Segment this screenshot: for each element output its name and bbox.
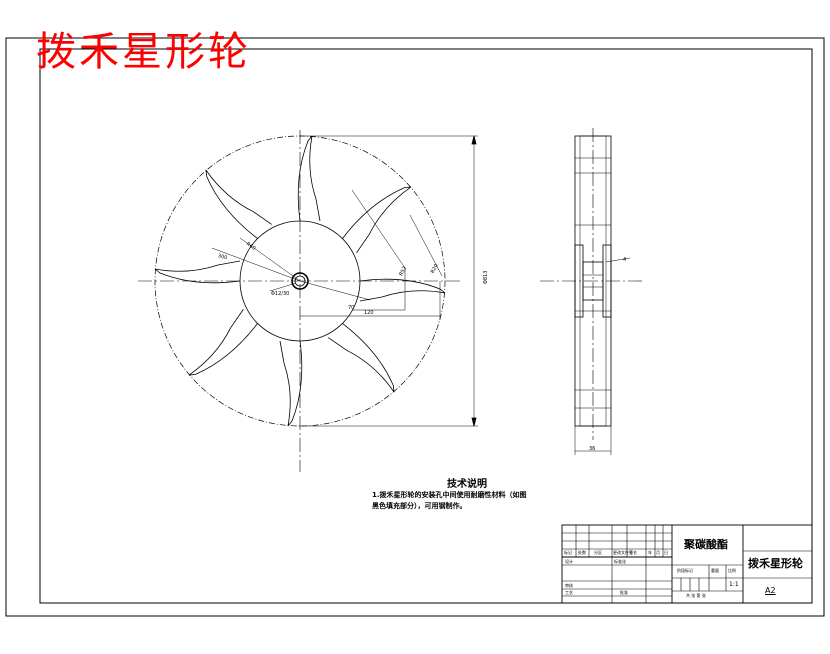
shaft-bore-inner [294,275,306,287]
blade-8 [205,169,272,239]
tb-stage-label: 阶段标记 [677,568,693,573]
technical-notes: 技术说明 1.拨禾星形轮的安装孔中间使用耐磨性材料（如图 黑色填充部分），可用钢… [372,475,572,512]
tb-drawing-no: A2 [765,586,776,595]
leader-shaft [269,282,297,292]
tb-revision-label: 更改文件号 [613,550,633,555]
shaft-bore-outer [291,272,309,290]
dim-label-overall: Φ813 [483,271,489,284]
dim-label-shaft: Φ12/30 [271,291,289,297]
tb-material: 聚碳酸酯 [684,538,728,551]
dim-label-R60: R60 [245,241,257,252]
leader-300 [211,247,301,282]
tb-part-name: 拨禾星形轮 [748,557,803,570]
tb-standardization: 标准化 [614,559,626,564]
blade-5 [279,340,303,427]
tb-scale-value: 1:1 [729,581,739,588]
blade-2 [342,186,412,253]
notes-heading: 技术说明 [447,479,487,490]
tb-weight-label: 重量 [711,568,719,573]
tb-revision-label: 处数 [578,550,586,555]
front-view [138,130,478,472]
dim-label-300: 300 [217,253,228,261]
tb-approve: 批准 [620,590,628,595]
side-dim-label-hole: 4 [623,257,626,263]
side-view [540,128,645,455]
dim-arrow-overall-bottom [471,417,477,427]
leader-R52 [351,189,406,269]
blade-3 [359,278,446,302]
tb-revision-label: 标记 [564,550,572,555]
blade-7 [154,260,241,284]
dim-label-R20: R20 [430,263,440,275]
tb-revision-label: 月 [656,550,660,555]
tb-revision-label: 签名 [629,550,637,555]
notes-line-1: 1.拨禾星形轮的安装孔中间使用耐磨性材料（如图 [372,491,527,499]
tb-process: 工艺 [565,590,573,595]
dim-label-R52: R52 [398,266,408,278]
inner-frame [39,48,813,604]
title-block-frame [561,524,813,604]
blade-1 [297,135,321,222]
side-dim-label-width: 36 [589,446,595,452]
side-hole-leader [605,257,631,263]
dim-label-70: 70 [348,305,354,311]
title-block-grid [561,524,813,604]
drawing-title: 拨禾星形轮 [36,29,251,75]
tb-revision-label: 分区 [594,550,602,555]
dim-arrow-overall-top [471,135,477,145]
tb-sheet-info: 共 张 第 张 [686,593,706,598]
tb-review: 审核 [565,583,573,588]
tb-scale-label: 比例 [728,568,736,573]
tb-revision-label: 年 [648,550,652,555]
blade-4 [328,323,395,393]
blade-6 [188,309,258,376]
leader-R20 [409,214,443,277]
leader-70 [299,280,371,301]
dim-label-120: 120 [364,310,374,316]
notes-line-2: 黑色填充部分），可用钢制作。 [372,502,467,510]
tb-revision-label: 日 [664,550,668,555]
leader-R60 [239,237,301,282]
curved-blades [154,135,446,427]
outer-border [5,37,825,617]
tb-designer: 设计 [565,559,573,564]
